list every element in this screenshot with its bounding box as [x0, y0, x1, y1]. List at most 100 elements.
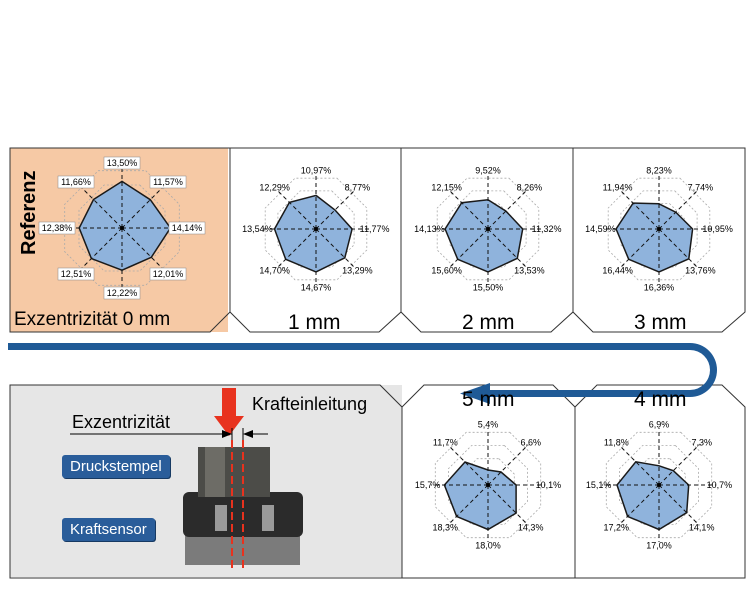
radar-spoke [77, 183, 123, 229]
radar-ref: 13,50% 11,57% 14,14% 12,01% 12,22% 12,51% 12,3… [38, 156, 206, 300]
radar-value-label: 6,6% [520, 437, 541, 447]
radar-value-label: 14,13% [414, 224, 445, 234]
kraftsensor-label: Kraftsensor [62, 518, 155, 541]
radar-value-label: 15,1% [586, 480, 612, 490]
radar-spoke [447, 484, 489, 526]
druckstempel-label: Druckstempel [62, 455, 170, 478]
radar-value-label: 13,29% [342, 265, 373, 275]
radar-value-label: 13,50% [107, 158, 138, 168]
radar-value-label: 6,9% [649, 420, 670, 430]
radar-spoke [315, 189, 356, 230]
radar-value-label: 14,1% [689, 523, 715, 533]
flow-arrowhead [460, 383, 490, 404]
radar-value-label: 12,01% [153, 269, 184, 279]
radar-value-label: 11,94% [603, 183, 633, 193]
radar-spoke [618, 444, 660, 486]
radar-value-label: 14,14% [172, 223, 203, 233]
radar-value-label: 16,44% [602, 265, 633, 275]
radar-center [486, 483, 490, 487]
radar-value-label: 11,8% [604, 437, 629, 447]
radar-spoke [447, 444, 489, 486]
label-1mm: 1 mm [288, 311, 341, 334]
radar-value-box [103, 286, 141, 300]
radar-value-label: 13,54% [242, 224, 273, 234]
radar-spoke [487, 444, 529, 486]
radar-center [657, 227, 661, 231]
radar-value-label: 12,29% [259, 183, 290, 193]
radar-value-label: 12,22% [107, 288, 138, 298]
label-2mm: 2 mm [462, 311, 515, 334]
label-4mm: 4 mm [634, 388, 687, 411]
radar-value-label: 10,97% [301, 165, 332, 175]
radar-1mm: 10,97% 8,77% 11,77% 13,29% 14,67% 14,70% 13,54… [242, 165, 389, 292]
radar-spoke [658, 189, 699, 230]
flow-arrow [8, 343, 717, 397]
radar-value-label: 10,7% [707, 480, 733, 490]
radar-4mm: 6,9%7,3%10,7%14,1%17,0%17,2%15,1%11,8% [586, 420, 732, 551]
label-3mm: 3 mm [634, 311, 687, 334]
radar-grid-ring [264, 177, 368, 281]
radar-value-label: 10,95% [702, 224, 733, 234]
radar-value-box [38, 221, 76, 235]
force-arrow-head [214, 416, 244, 436]
radar-spoke [276, 189, 317, 230]
force-arrow-shaft [222, 388, 236, 416]
radar-value-label: 11,57% [153, 177, 183, 187]
radar-value-label: 5,4% [478, 420, 499, 430]
radar-spoke [487, 189, 528, 230]
radar-value-label: 14,3% [518, 523, 544, 533]
eccentricity-label: Exzentrizität [72, 412, 171, 432]
radar-value-label: 17,0% [646, 540, 672, 550]
radar-value-label: 17,2% [604, 523, 630, 533]
radar-value-label: 8,77% [345, 183, 371, 193]
radar-spoke [619, 189, 660, 230]
radar-value-label: 15,7% [415, 480, 441, 490]
radar-grid-ring [436, 177, 540, 281]
radar-value-label: 10,1% [536, 480, 562, 490]
radar-center [120, 226, 124, 230]
radar-spoke [487, 228, 528, 269]
radar-center [486, 227, 490, 231]
label-5mm: 5 mm [462, 388, 515, 411]
radar-spoke [619, 228, 660, 269]
radar-value-label: 15,50% [473, 283, 504, 293]
radar-center [657, 483, 661, 487]
radar-value-label: 13,76% [685, 265, 716, 275]
radar-value-label: 14,67% [301, 283, 332, 293]
radar-2mm: 9,52%8,26%11,32%13,53%15,50%15,60%14,13%… [414, 165, 561, 292]
radar-spoke [315, 228, 356, 269]
radar-5mm: 5,4%6,6%10,1%14,3%18,0%18,3%15,7%11,7% [415, 420, 561, 551]
radar-value-box [103, 156, 141, 170]
radar-value-label: 14,70% [259, 265, 290, 275]
radar-spoke [121, 183, 167, 229]
radar-spoke [658, 228, 699, 269]
radar-value-label: 12,51% [61, 269, 92, 279]
radar-value-label: 14,59% [585, 224, 616, 234]
radar-3mm: 8,23%7,74%10,95%13,76%16,36%16,44%14,59%… [585, 165, 733, 292]
radar-value-box [149, 267, 187, 281]
radar-spoke [618, 484, 660, 526]
radar-spoke [121, 227, 167, 273]
radar-spoke [658, 484, 700, 526]
radar-value-label: 8,26% [517, 183, 543, 193]
radar-spoke [276, 228, 317, 269]
radar-value-label: 12,38% [42, 223, 73, 233]
radar-value-label: 11,66% [61, 177, 91, 187]
radar-value-box [57, 267, 95, 281]
radar-value-label: 11,7% [433, 437, 458, 447]
radar-value-label: 11,32% [532, 224, 562, 234]
radar-spoke [658, 444, 700, 486]
radar-center [314, 227, 318, 231]
radar-value-box [168, 221, 206, 235]
radar-value-label: 16,36% [644, 283, 675, 293]
radar-spoke [448, 189, 489, 230]
radar-value-label: 11,77% [360, 224, 390, 234]
radar-grid-ring [607, 177, 711, 281]
radar-value-label: 13,53% [514, 265, 545, 275]
radar-spoke [448, 228, 489, 269]
radar-value-box [57, 175, 95, 189]
